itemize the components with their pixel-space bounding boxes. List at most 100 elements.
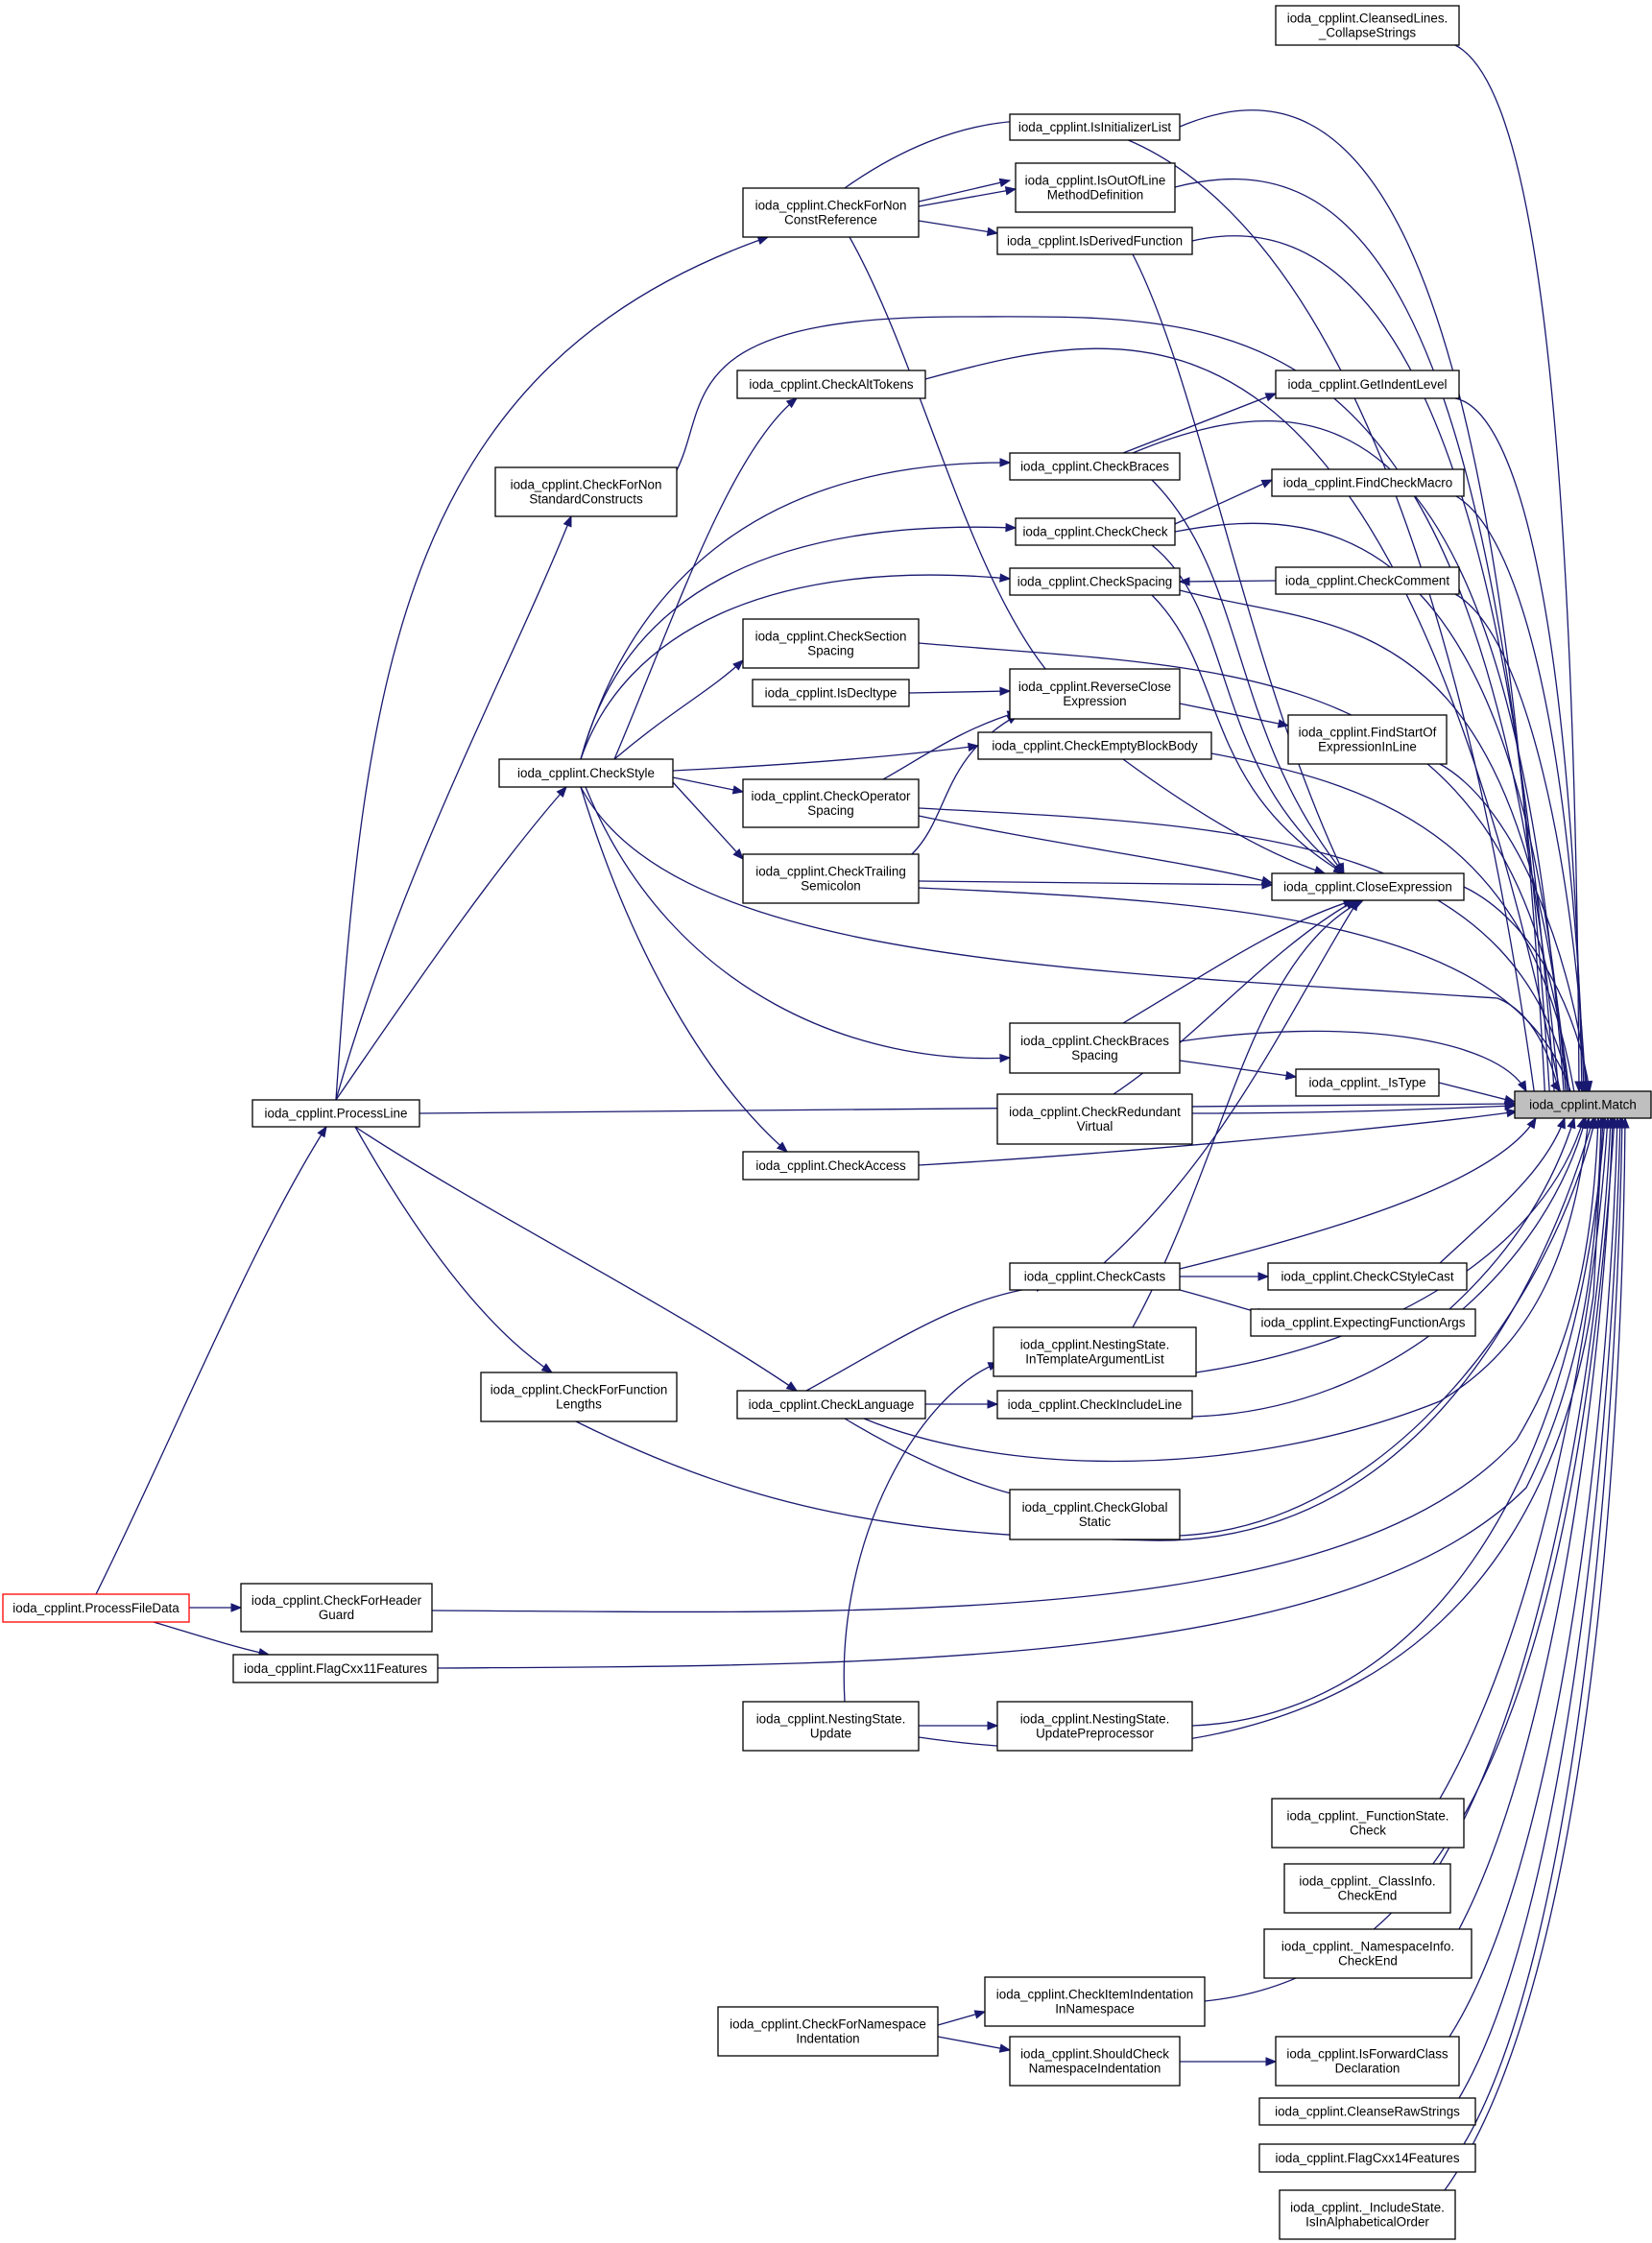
node-checklanguage[interactable]: ioda_cpplint.CheckLanguage (736, 1390, 926, 1420)
node-box (494, 466, 678, 517)
node-shouldcheck[interactable]: ioda_cpplint.ShouldCheckNamespaceIndenta… (1009, 2036, 1181, 2087)
node-label: ioda_cpplint.NestingState. (1020, 1712, 1170, 1727)
node-cleanseraw[interactable]: ioda_cpplint.CleanseRawStrings (1258, 2097, 1476, 2126)
node-match[interactable]: ioda_cpplint.Match (1514, 1090, 1652, 1119)
edge-checkspacing-to-closeexpr (1151, 594, 1346, 874)
edge-checknonconst-to-isderived (918, 220, 999, 237)
node-checkinclude[interactable]: ioda_cpplint.CheckIncludeLine (996, 1390, 1193, 1420)
node-box (736, 370, 926, 399)
node-checkempty[interactable]: ioda_cpplint.CheckEmptyBlockBody (977, 731, 1212, 760)
node-box (1514, 1090, 1652, 1119)
edge-line (672, 776, 744, 793)
node-istype[interactable]: ioda_cpplint._IsType (1295, 1068, 1440, 1097)
edge-arrowhead (230, 1603, 243, 1612)
node-getindent[interactable]: ioda_cpplint.GetIndentLevel (1275, 370, 1460, 399)
node-label: ioda_cpplint.CheckRedundant (1009, 1105, 1181, 1119)
edge-line (613, 659, 744, 760)
node-label: ioda_cpplint.CheckGlobal (1022, 1500, 1168, 1515)
node-funcstate[interactable]: ioda_cpplint._FunctionState.Check (1271, 1798, 1465, 1849)
edge-processline-to-checknonstandard (335, 514, 572, 1101)
edge-line (95, 1126, 327, 1595)
node-label: ioda_cpplint.CheckAccess (755, 1158, 906, 1173)
node-includestate[interactable]: ioda_cpplint._IncludeState.IsInAlphabeti… (1279, 2189, 1456, 2240)
edge-arrowhead (1261, 880, 1274, 890)
edge-line (1174, 522, 1568, 1105)
edge-line (1151, 479, 1345, 874)
node-findcheckmacro[interactable]: ioda_cpplint.FindCheckMacro (1271, 468, 1465, 497)
edge-line (805, 1285, 1047, 1392)
node-label: Expression (1063, 694, 1126, 708)
edge-arrowhead (1517, 1080, 1527, 1093)
node-flagcxx14[interactable]: ioda_cpplint.FlagCxx14Features (1258, 2143, 1476, 2173)
node-box (1009, 1022, 1181, 1074)
node-checkcheck[interactable]: ioda_cpplint.CheckCheck (1015, 517, 1176, 546)
edge-line (844, 120, 1537, 1105)
edge-arrowhead (1005, 522, 1018, 533)
node-flagcxx11[interactable]: ioda_cpplint.FlagCxx11Features (232, 1654, 439, 1683)
node-label: Semicolon (801, 879, 861, 894)
node-checknonstandard[interactable]: ioda_cpplint.CheckForNonStandardConstruc… (494, 466, 678, 517)
node-nsupdatepre[interactable]: ioda_cpplint.NestingState.UpdatePreproce… (996, 1701, 1193, 1752)
edge-line (1458, 1117, 1621, 2099)
node-label: ioda_cpplint.CheckCStyleCast (1281, 1270, 1453, 1284)
edge-line (918, 815, 1273, 884)
node-expectingfunc[interactable]: ioda_cpplint.ExpectingFunctionArgs (1250, 1308, 1476, 1337)
node-label: ioda_cpplint.CheckLanguage (749, 1397, 915, 1412)
node-isinit[interactable]: ioda_cpplint.IsInitializerList (1009, 113, 1181, 141)
node-box (742, 618, 920, 669)
node-checkbraces[interactable]: ioda_cpplint.CheckBraces (1009, 452, 1181, 481)
node-nsinfo[interactable]: ioda_cpplint._NamespaceInfo.CheckEnd (1263, 1928, 1472, 1979)
node-closeexpr[interactable]: ioda_cpplint.CloseExpression (1271, 872, 1465, 901)
edge-line (580, 786, 1561, 1092)
node-label: _CollapseStrings (1318, 26, 1417, 40)
node-box (1275, 370, 1460, 399)
node-checkaccess[interactable]: ioda_cpplint.CheckAccess (742, 1151, 920, 1181)
node-checkitemindent[interactable]: ioda_cpplint.CheckItemIndentationInNames… (984, 1976, 1206, 2027)
node-intemplate[interactable]: ioda_cpplint.NestingState.InTemplateArgu… (993, 1326, 1197, 1377)
node-checkfornsindent[interactable]: ioda_cpplint.CheckForNamespaceIndentatio… (717, 2006, 939, 2057)
edge-checkcasts-to-checkcstyle (1180, 1272, 1270, 1281)
edge-line (918, 880, 1273, 886)
node-isderived[interactable]: ioda_cpplint.IsDerivedFunction (996, 227, 1193, 255)
node-box (742, 1701, 920, 1752)
edge-arrowhead (785, 1381, 799, 1392)
edge-isinit-to-match (1179, 109, 1550, 1106)
node-checkcstyle[interactable]: ioda_cpplint.CheckCStyleCast (1267, 1262, 1468, 1291)
edge-arrowhead (1526, 1116, 1537, 1130)
edge-arrowhead (1284, 1070, 1298, 1081)
node-processline[interactable]: ioda_cpplint.ProcessLine (251, 1099, 420, 1128)
node-nsupdate[interactable]: ioda_cpplint.NestingState.Update (742, 1701, 920, 1752)
node-collapse[interactable]: ioda_cpplint.CleansedLines._CollapseStri… (1275, 5, 1460, 46)
node-checkspacing[interactable]: ioda_cpplint.CheckSpacing (1009, 567, 1181, 596)
node-processfile[interactable]: ioda_cpplint.ProcessFileData (2, 1593, 190, 1623)
node-classinfo[interactable]: ioda_cpplint._ClassInfo.CheckEnd (1283, 1863, 1451, 1914)
edge-checkcheck-to-findcheckmacro (1174, 479, 1274, 525)
node-checkalttokens[interactable]: ioda_cpplint.CheckAltTokens (736, 370, 926, 399)
node-label: ioda_cpplint.ExpectingFunctionArgs (1261, 1316, 1466, 1330)
node-label: ioda_cpplint.FindCheckMacro (1283, 476, 1452, 490)
node-checkcasts[interactable]: ioda_cpplint.CheckCasts (1009, 1262, 1181, 1291)
edge-classinfo-to-match (1439, 1116, 1616, 1865)
edge-includestate-to-match (1444, 1116, 1630, 2191)
node-label: ioda_cpplint.CheckForFunction (491, 1383, 668, 1397)
edge-line (431, 1117, 1599, 1613)
node-label: ioda_cpplint.CheckBraces (1020, 460, 1169, 474)
edge-line (1191, 1105, 1516, 1114)
node-box (1015, 162, 1176, 213)
node-isdecltype[interactable]: ioda_cpplint.IsDecltype (752, 679, 910, 707)
node-checkcomment[interactable]: ioda_cpplint.CheckComment (1275, 566, 1460, 595)
node-checkstyle[interactable]: ioda_cpplint.CheckStyle (498, 758, 674, 788)
